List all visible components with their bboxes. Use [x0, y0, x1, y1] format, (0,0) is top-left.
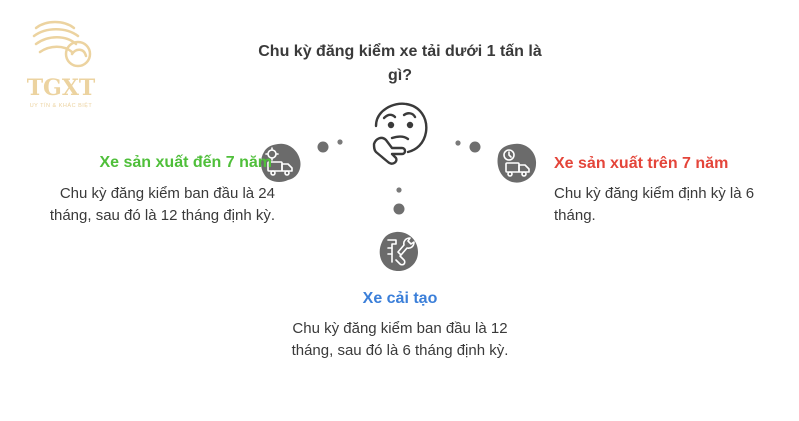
connector-dot-left-large — [317, 141, 329, 153]
branch-right-title: Xe sản xuất trên 7 năm — [554, 155, 729, 172]
branch-left-description: Chu kỳ đăng kiểm ban đầu là 24 tháng, sa… — [49, 185, 275, 224]
branch-left-title: Xe sản xuất đến 7 năm — [99, 154, 272, 171]
logo-tagline-text: UY TÍN & KHÁC BIỆT — [30, 101, 93, 109]
connector-dot-bottom-large — [393, 203, 405, 215]
connector-dot-bottom-small — [396, 187, 402, 193]
connector-dot-right-large — [469, 141, 481, 153]
truck-gear-icon — [261, 143, 301, 182]
connector-dot-left-small — [337, 139, 343, 145]
tgxt-logo: TGXT UY TÍN & KHÁC BIỆT — [27, 20, 96, 109]
branch-bottom-description: Chu kỳ đăng kiểm ban đầu là 12 tháng, sa… — [291, 320, 509, 359]
connector-dot-right-small — [455, 140, 461, 146]
truck-clock-icon — [497, 143, 537, 183]
logo-eagle-emblem — [32, 20, 92, 68]
logo-brand-text: TGXT — [27, 75, 96, 101]
thinking-face-icon — [372, 102, 428, 165]
question-title: Chu kỳ đăng kiểm xe tải dưới 1 tấn là gì… — [258, 43, 542, 84]
branch-right-description: Chu kỳ đăng kiểm định kỳ là 6 tháng. — [554, 185, 755, 224]
tools-icon — [379, 231, 418, 272]
branch-bottom-title: Xe cải tạo — [362, 290, 438, 307]
